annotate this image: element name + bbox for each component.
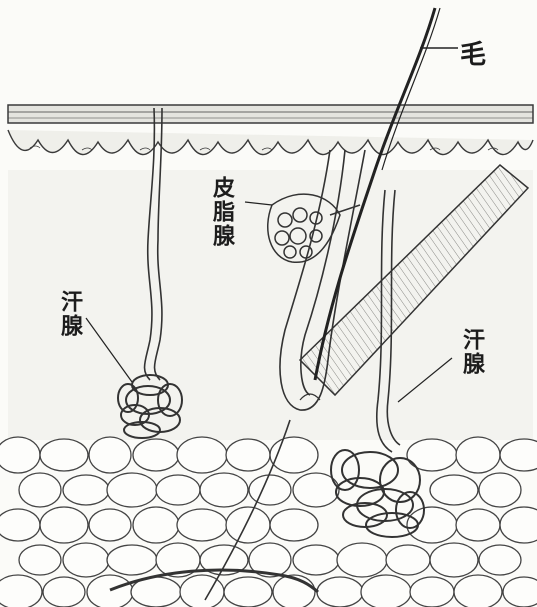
fat-cell xyxy=(40,439,88,471)
fat-cell xyxy=(40,507,88,543)
fat-cell xyxy=(156,475,200,505)
label-sweat-gland-right: 汗腺 xyxy=(456,328,488,376)
fat-cell xyxy=(456,509,500,541)
fat-cell xyxy=(200,473,248,507)
fat-cell xyxy=(503,577,537,607)
fat-cell xyxy=(273,575,315,607)
fat-cell xyxy=(500,507,537,543)
fat-cell xyxy=(249,475,291,505)
label-sweat-gland-left: 汗腺 xyxy=(54,290,86,338)
fat-cell xyxy=(407,507,457,543)
fat-cell xyxy=(43,577,85,607)
label-sebaceous-gland: 皮脂腺 xyxy=(206,176,238,248)
fat-cell xyxy=(107,545,157,575)
fat-cell xyxy=(89,437,131,473)
fat-cell xyxy=(500,439,537,471)
fat-tissue xyxy=(0,437,537,607)
fat-cell xyxy=(479,473,521,507)
fat-cell xyxy=(270,509,318,541)
fat-cell xyxy=(0,437,40,473)
epidermis-layer xyxy=(8,105,533,155)
fat-cell xyxy=(19,473,61,507)
fat-cell xyxy=(430,543,478,577)
fat-cell xyxy=(226,439,270,471)
fat-cell xyxy=(386,545,430,575)
fat-cell xyxy=(456,437,500,473)
fat-cell xyxy=(226,507,270,543)
fat-cell xyxy=(177,509,227,541)
fat-cell xyxy=(63,543,109,577)
fat-cell xyxy=(0,509,40,541)
fat-cell xyxy=(177,437,227,473)
fat-cell xyxy=(317,577,363,607)
fat-cell xyxy=(479,545,521,575)
fat-cell xyxy=(133,507,179,543)
fat-cell xyxy=(293,545,339,575)
fat-cell xyxy=(87,575,133,607)
fat-cell xyxy=(224,577,272,607)
fat-cell xyxy=(89,509,131,541)
label-hair: 毛 xyxy=(460,34,486,71)
fat-cell xyxy=(410,577,454,607)
fat-cell xyxy=(430,475,478,505)
fat-cell xyxy=(454,575,502,607)
fat-cell xyxy=(0,575,42,607)
fat-cell xyxy=(19,545,61,575)
fat-cell xyxy=(361,575,411,607)
fat-cell xyxy=(63,475,109,505)
fat-cell xyxy=(133,439,179,471)
fat-cell xyxy=(337,543,387,577)
fat-cell xyxy=(107,473,157,507)
